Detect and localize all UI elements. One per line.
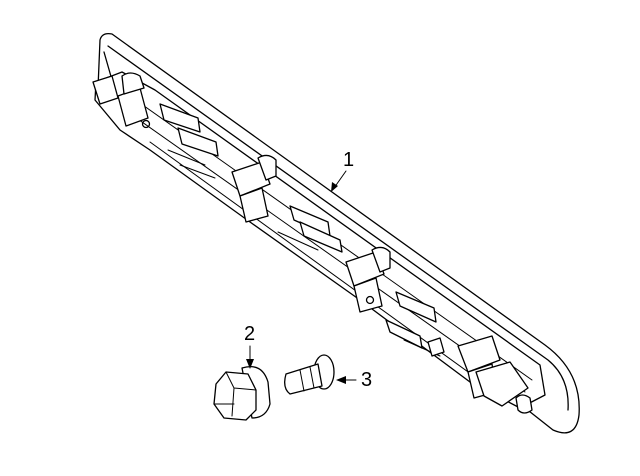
callout-part-3: 3	[361, 369, 373, 391]
part-2-cap-nut	[213, 365, 271, 421]
callout-part-2: 2	[244, 323, 256, 345]
callout-part-1: 1	[343, 149, 355, 171]
leader-arrows	[246, 170, 357, 384]
part-1-bracket	[92, 32, 580, 434]
part-3-push-pin	[284, 354, 335, 395]
